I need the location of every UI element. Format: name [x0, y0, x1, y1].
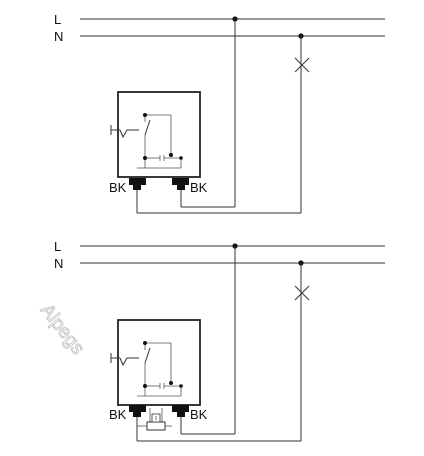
module-component-2	[137, 408, 172, 431]
terminal-right-1	[172, 178, 189, 185]
watermark-text: Alpegs	[36, 300, 88, 359]
switch-box-1	[117, 91, 201, 178]
terminal-left-label-1: BK	[109, 180, 127, 195]
switch-box-2	[117, 319, 201, 406]
terminal-left-label-2: BK	[109, 407, 127, 422]
line-label-2: L	[54, 239, 61, 254]
terminal-right-label-1: BK	[190, 180, 208, 195]
diagram-1: L N	[54, 12, 385, 214]
neutral-label-2: N	[54, 256, 63, 271]
switch-contact-1	[144, 119, 151, 136]
diagram-2: L N	[54, 239, 385, 442]
terminal-left-1	[129, 178, 146, 185]
terminal-right-label-2: BK	[190, 407, 208, 422]
neutral-label-1: N	[54, 29, 63, 44]
terminal-left-2	[129, 405, 146, 412]
line-label-1: L	[54, 12, 61, 27]
switch-contact-2	[144, 347, 151, 364]
terminal-right-2	[172, 405, 189, 412]
